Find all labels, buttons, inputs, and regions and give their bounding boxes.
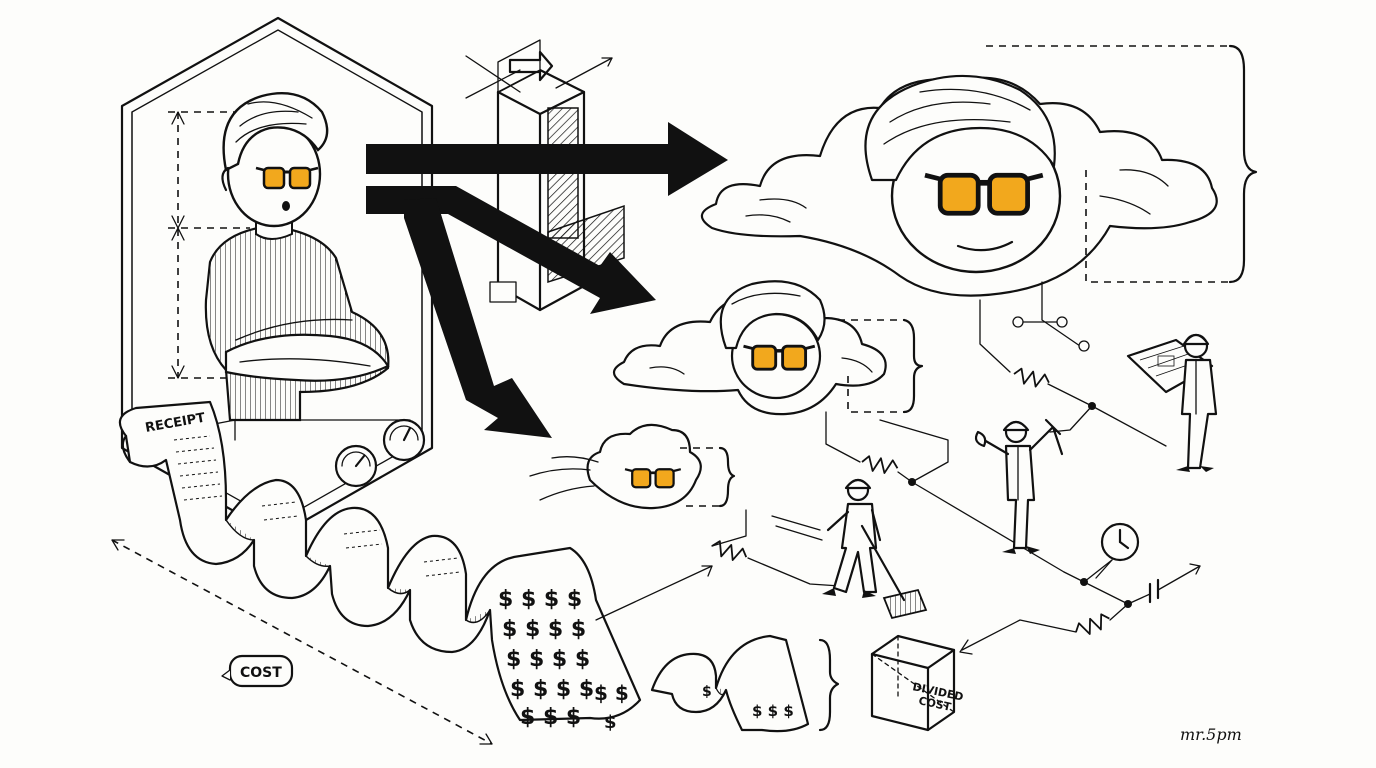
- signature: mr.5pm: [1180, 725, 1242, 744]
- cost-label: COST: [240, 665, 282, 681]
- svg-text:$ $ $: $ $ $: [752, 702, 794, 720]
- gauge-icon: [334, 418, 426, 488]
- svg-text:$ $ $ $: $ $ $ $: [510, 677, 594, 702]
- svg-text:$: $: [604, 712, 617, 733]
- cloud-face-small: [529, 423, 702, 510]
- divided-cost-box: [870, 634, 956, 732]
- circuit-wiring: [595, 281, 1201, 655]
- worker-icon-blueprint: [1126, 333, 1218, 472]
- person-icon: [204, 92, 390, 422]
- svg-text:$ $ $ $: $ $ $ $: [506, 647, 590, 672]
- worker-icon-tools: [974, 418, 1064, 554]
- bracket-medium: [838, 318, 924, 414]
- worker-icon-broom: [771, 478, 928, 620]
- small-receipt: $ $ $ $: [650, 634, 840, 733]
- receipt-ribbon: [118, 400, 642, 722]
- cloud-face-icon: [700, 74, 1218, 297]
- dollar-signs: $ $ $ $ $ $ $ $ $ $ $ $ $ $ $ $ $ $ $ $ …: [498, 587, 629, 733]
- dimension-lines: [168, 111, 250, 379]
- cost-dimension: [111, 539, 493, 745]
- bracket-small: [680, 446, 736, 508]
- flow-arrows: [366, 122, 728, 438]
- svg-text:$ $ $ $: $ $ $ $: [502, 617, 586, 642]
- svg-text:$: $: [702, 684, 712, 700]
- svg-text:$ $ $: $ $ $: [520, 705, 581, 730]
- clock-icon: [1095, 522, 1140, 579]
- cloud-face-medium: [612, 280, 887, 416]
- bracket-large: [986, 44, 1258, 284]
- svg-text:$ $: $ $: [594, 681, 629, 705]
- svg-text:$ $ $ $: $ $ $ $: [498, 587, 582, 612]
